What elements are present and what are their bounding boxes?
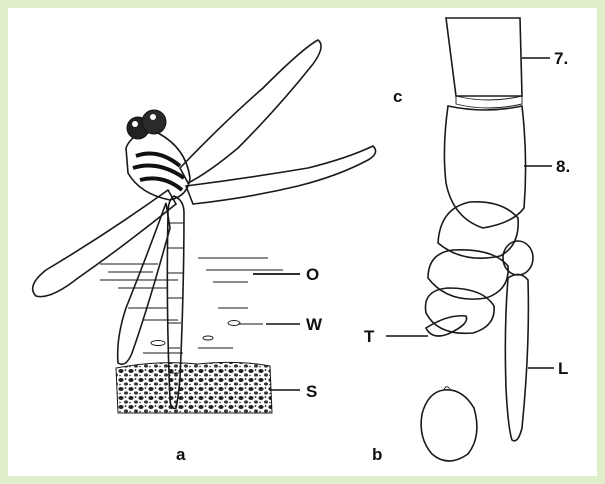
- panel-label-a: a: [176, 445, 186, 464]
- callout-label-o: O: [306, 265, 319, 284]
- callout-label-t: T: [364, 327, 375, 346]
- segment-7: [446, 18, 522, 96]
- figure-panel: O W S 7. 8. T L a b c: [8, 8, 597, 476]
- panel-b-egg: [421, 390, 477, 461]
- callout-label-l: L: [558, 359, 568, 378]
- panel-label-b: b: [372, 445, 382, 464]
- dragonfly-illustration: O W S 7. 8. T L a b c: [8, 8, 597, 476]
- wing-right-front: [180, 40, 321, 183]
- callout-label-s: S: [306, 382, 317, 401]
- lobe-lower: [425, 288, 494, 333]
- substrate: [116, 362, 272, 413]
- segment-8: [444, 106, 525, 228]
- callout-label-7: 7.: [554, 49, 568, 68]
- panel-a-dragonfly: [33, 40, 376, 413]
- basal-knob: [503, 241, 533, 275]
- appendage-l: [505, 274, 528, 440]
- panel-c-abdomen-tip: [425, 18, 533, 441]
- callout-label-8: 8.: [556, 157, 570, 176]
- callout-label-w: W: [306, 315, 323, 334]
- panel-label-c: c: [393, 87, 402, 106]
- wing-left-hind: [118, 203, 170, 364]
- wing-right-hind: [186, 146, 376, 204]
